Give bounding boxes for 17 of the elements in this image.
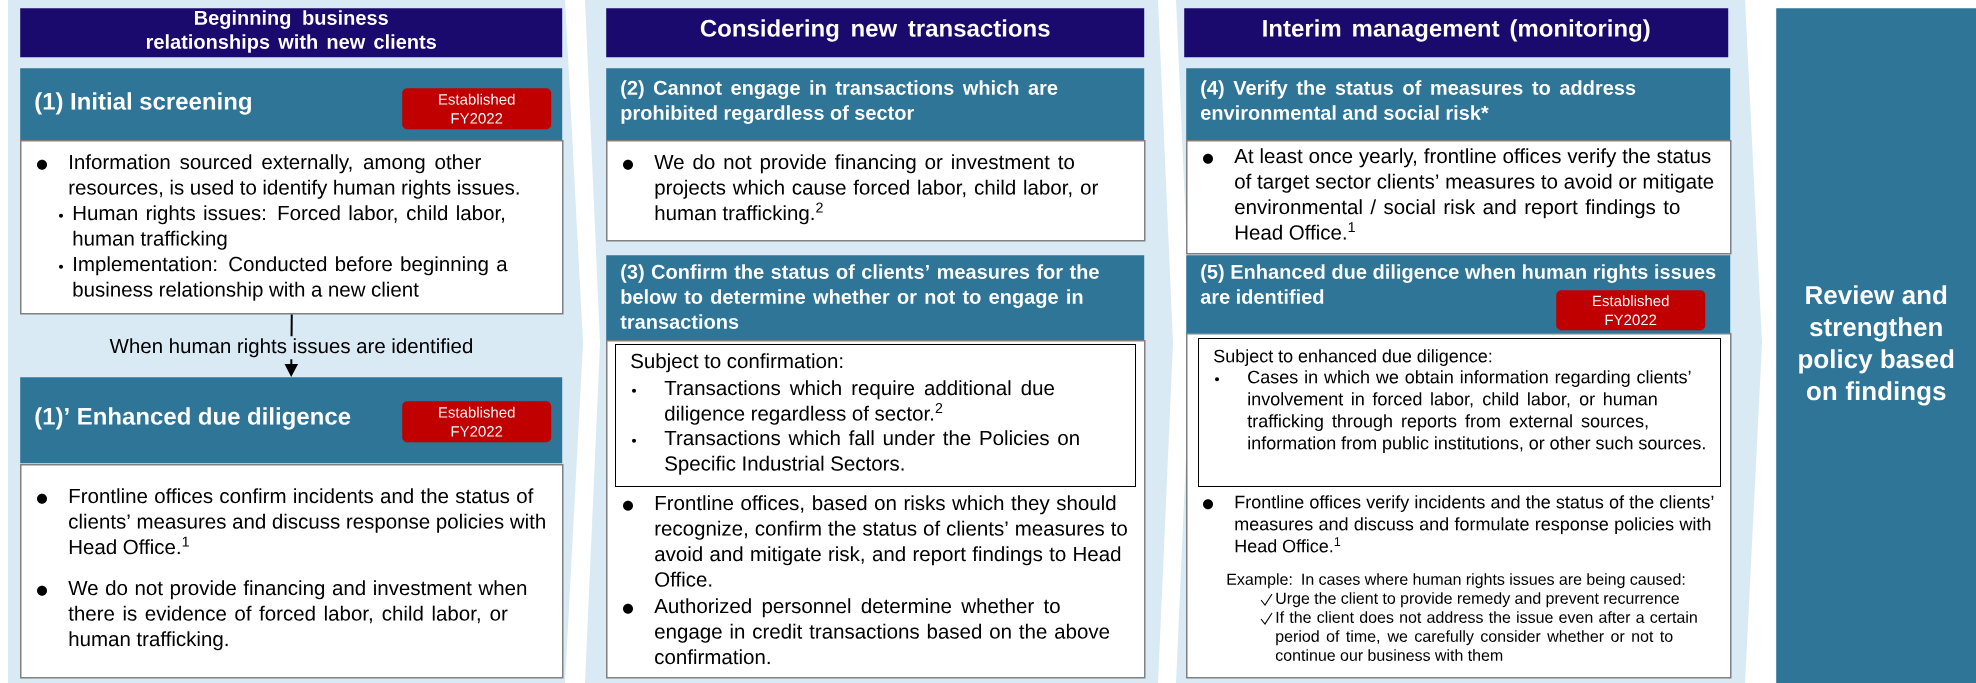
status-badge: Established FY2022	[402, 88, 552, 130]
content-box: Frontline offices confirm incidents and the status of clients’ measures and discuss response policies with Head Office.$^{1}$ We do not provide financing and investment when there is evidence of forced labor, child labor, or human trafficking.	[20, 464, 564, 679]
criteria-box: Subject to confirmation: Transactions which require additional due diligence regardless of sector.$^{2}$ Transactions which fall under the Policies on Specific Industrial Sectors.	[615, 344, 1136, 487]
section-header: Considering new transactions	[606, 8, 1145, 58]
content-box: We do not provide financing or investment to projects which cause forced labor, child labor, or human trafficking.$^{2}$	[606, 140, 1146, 242]
step-header: (3) Confirm the status of clients’ measures for the below to determine whether or not to engage in transactions	[606, 255, 1145, 341]
edge-label: When human rights issues are identified	[107, 336, 476, 360]
content-box: At least once yearly, frontline offices verify the status of target sector clients’ measures to avoid or mitigate environmental / social risk and report findings to Head Office.$^{1}$	[1186, 140, 1732, 255]
step-header: (4) Verify the status of measures to address environmental and social risk*	[1186, 68, 1731, 141]
status-badge: Established FY2022	[402, 401, 552, 443]
status-badge: Established FY2022	[1556, 290, 1706, 331]
review-box: Review and strengthen policy based on findings	[1776, 8, 1976, 683]
section-header: Interim management (monitoring)	[1184, 8, 1729, 58]
step-header: (2) Cannot engage in transactions which are prohibited regardless of sector	[606, 68, 1145, 141]
criteria-box: Subject to enhanced due diligence: Cases in which we obtain information regarding clients’ involvement in forced labor, child labor, or human trafficking through reports from external sources, information from public institutions, or other such sources.	[1198, 338, 1721, 487]
content-box: Information sourced externally, among other resources, is used to identify human rights issues. Human rights issues: Forced labor, child labor, human trafficking Implementation: Conducted before beginning a business relationship with a new client	[20, 140, 564, 315]
section-header: Beginning business relationships with new clients	[20, 8, 563, 58]
